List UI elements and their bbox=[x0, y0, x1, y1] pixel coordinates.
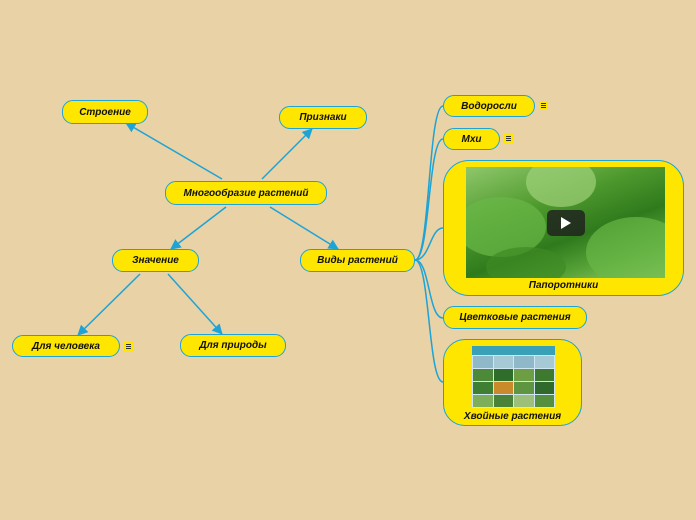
link-center-vidy bbox=[269, 206, 339, 250]
node-center[interactable]: Многообразие растений bbox=[165, 181, 327, 205]
node-vodorosli[interactable]: Водоросли bbox=[443, 95, 535, 117]
node-mhi[interactable]: Мхи bbox=[443, 128, 500, 150]
node-dlya-cheloveka[interactable]: Для человека bbox=[12, 335, 120, 357]
node-hvoynye[interactable]: Хвойные растения bbox=[443, 339, 582, 426]
link-vidy-mhi bbox=[414, 138, 444, 261]
node-vidy[interactable]: Виды растений bbox=[300, 249, 415, 272]
node-hvoynye-label: Хвойные растения bbox=[463, 411, 562, 422]
link-center-znachenie bbox=[170, 206, 227, 250]
note-icon-mhi[interactable] bbox=[504, 134, 513, 143]
fern-video-thumbnail[interactable] bbox=[466, 167, 665, 278]
link-znachenie-priroda bbox=[167, 273, 223, 335]
link-vidy-vodorosli bbox=[414, 105, 444, 261]
link-znachenie-chelovek bbox=[77, 273, 141, 336]
node-dlya-prirody[interactable]: Для природы bbox=[180, 334, 286, 357]
node-cvetkovye[interactable]: Цветковые растения bbox=[443, 306, 587, 329]
node-priznaki[interactable]: Признаки bbox=[279, 106, 367, 129]
conifers-image-thumbnail bbox=[472, 346, 555, 408]
node-stroenie[interactable]: Строение bbox=[62, 100, 148, 124]
node-znachenie[interactable]: Значение bbox=[112, 249, 199, 272]
note-icon-dlya-cheloveka[interactable] bbox=[124, 342, 133, 351]
node-paporotniki[interactable]: Папоротники bbox=[443, 160, 684, 296]
play-icon[interactable] bbox=[547, 210, 585, 236]
note-icon-vodorosli[interactable] bbox=[539, 101, 548, 110]
link-center-stroenie bbox=[125, 122, 223, 180]
link-vidy-paporotniki bbox=[414, 227, 444, 261]
link-vidy-hvoynye bbox=[414, 259, 444, 383]
link-center-priznaki bbox=[261, 128, 313, 180]
node-paporotniki-label: Папоротники bbox=[528, 280, 599, 291]
link-vidy-cvetkovye bbox=[414, 259, 444, 319]
